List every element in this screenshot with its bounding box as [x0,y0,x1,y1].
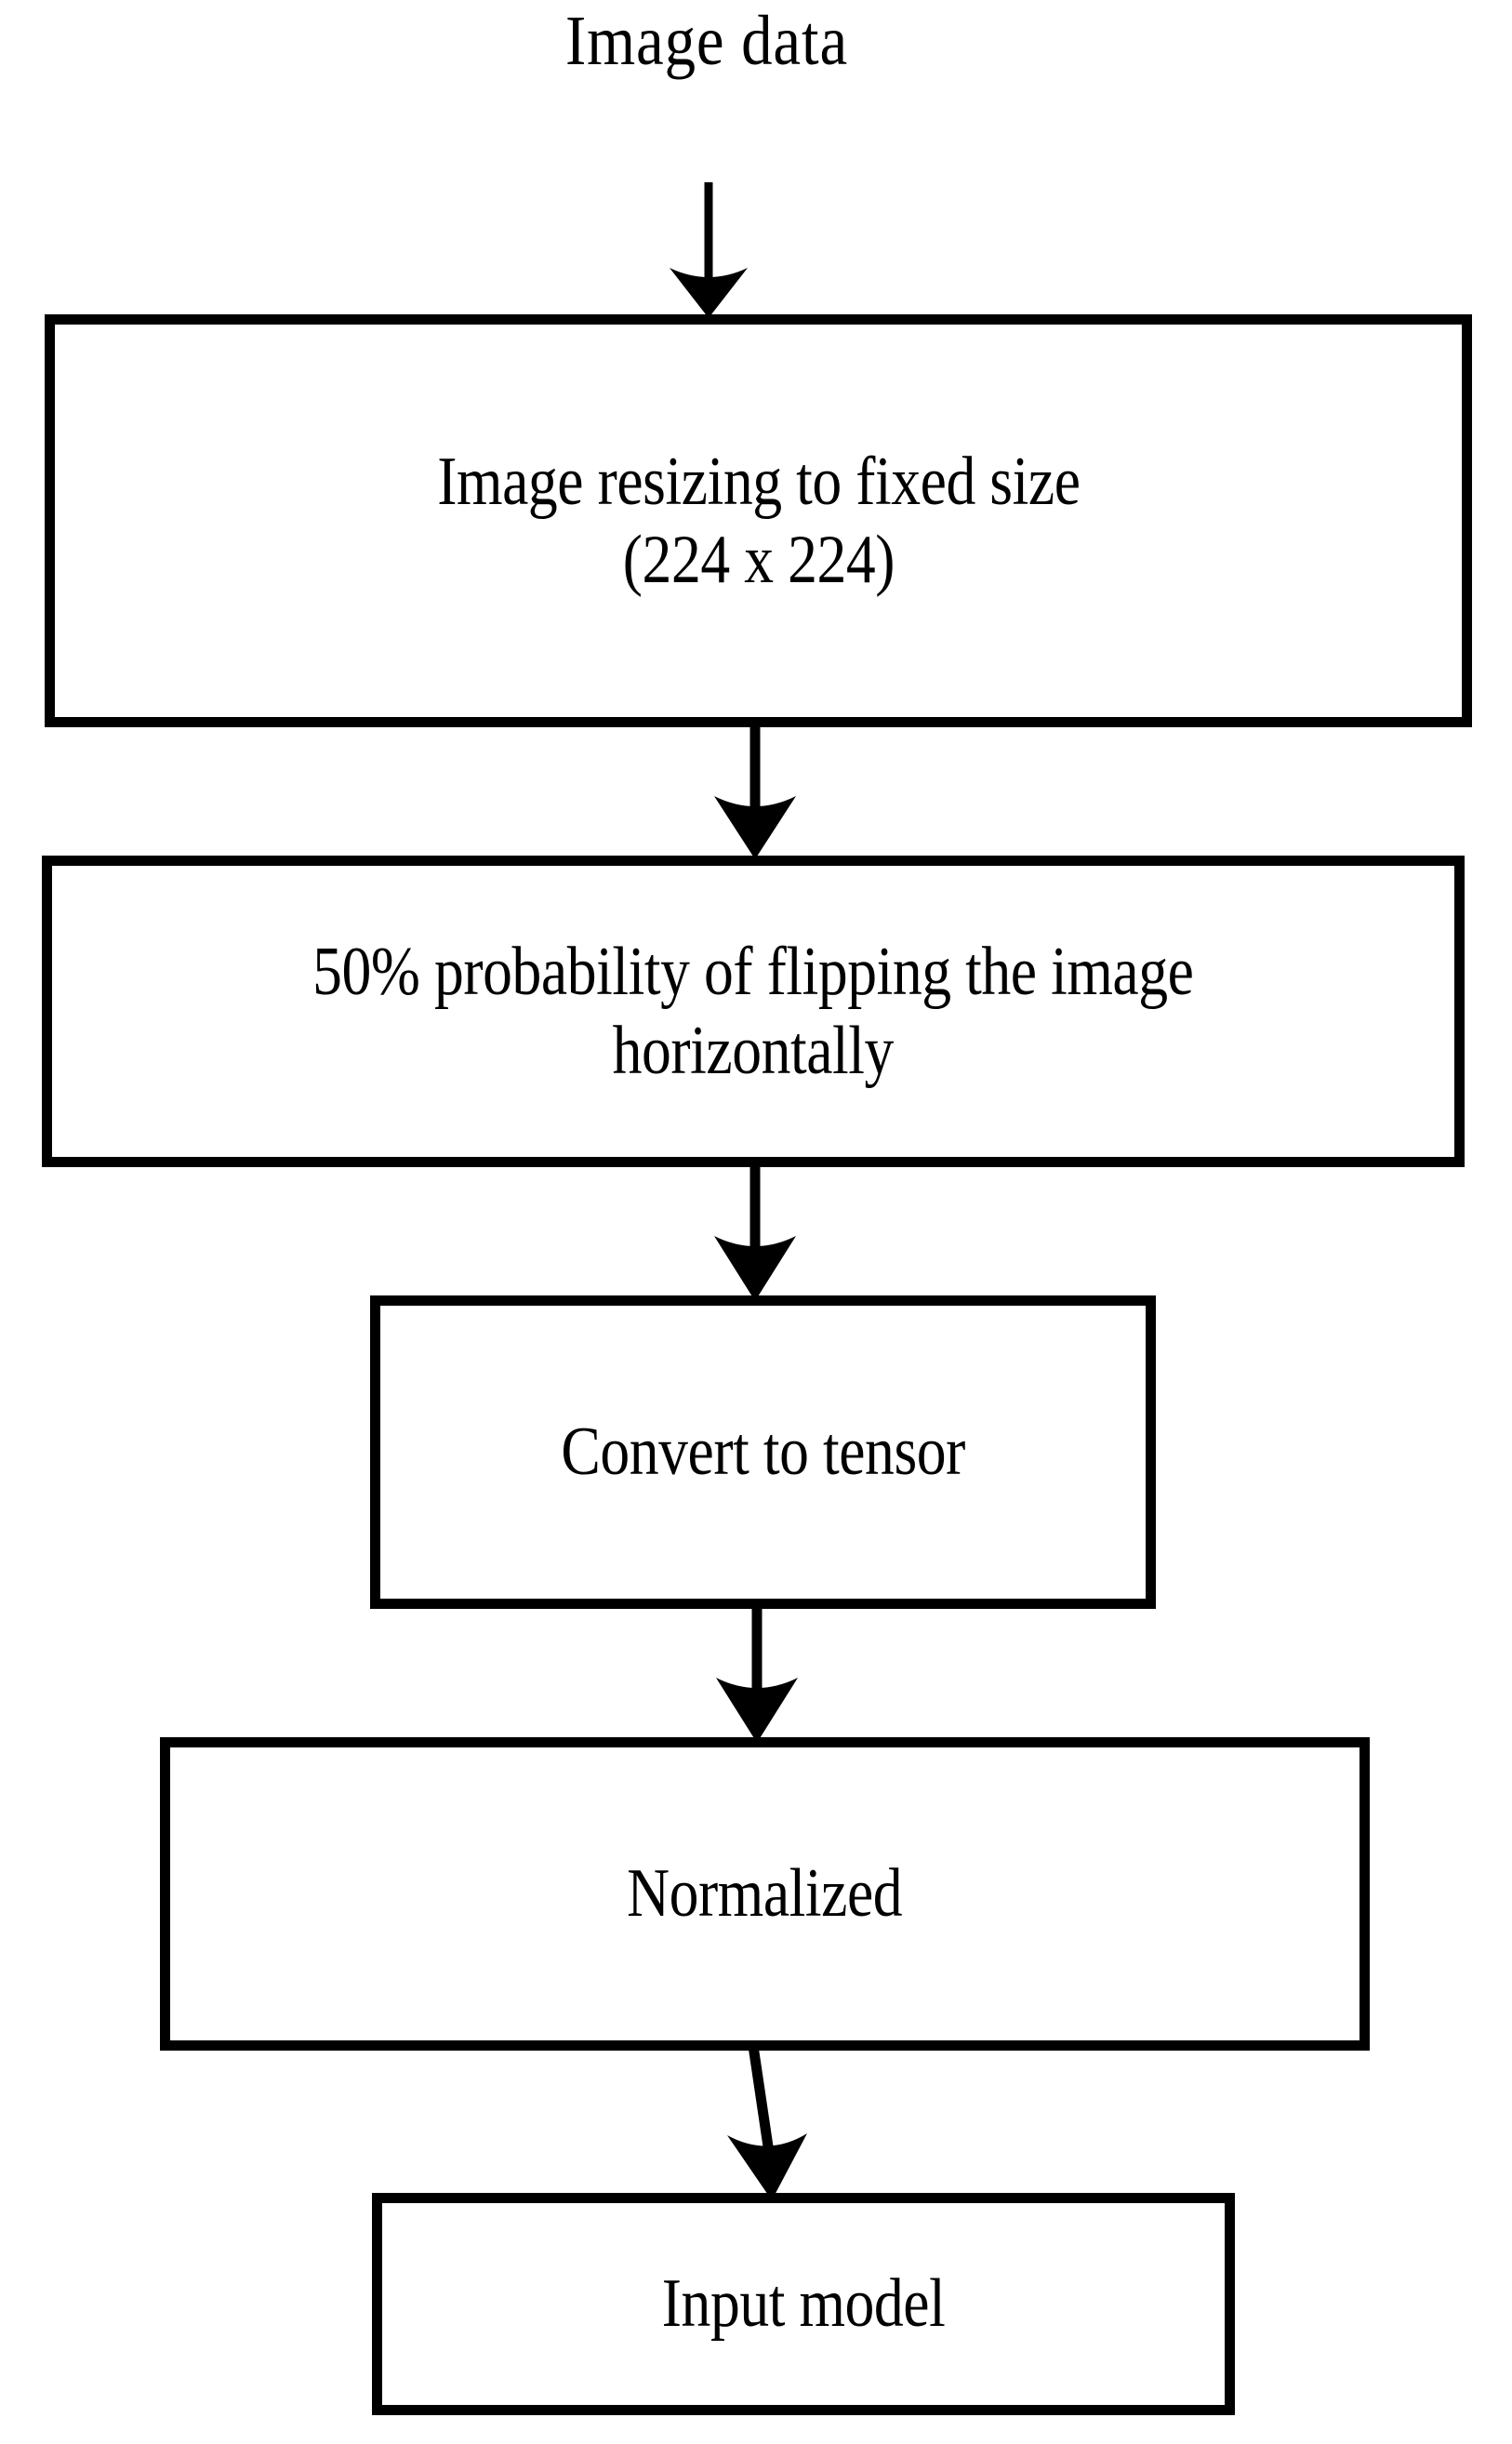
node-label-input-model: Input model [661,2265,946,2343]
node-input-model: Input model [372,2193,1235,2415]
node-normalized: Normalized [160,1737,1370,2051]
edge-resize-to-flip [697,718,846,867]
node-horizontal-flip: 50% probability of flipping the image ho… [42,856,1465,1167]
node-label-normalized: Normalized [627,1855,903,1933]
node-convert-to-tensor: Convert to tensor [370,1295,1156,1609]
page-title: Image data [564,2,849,80]
edge-normalize-to-input-model [697,2042,855,2206]
edge-tensor-to-normalize [697,1600,846,1750]
edge-title-to-resize [651,167,800,325]
node-label-image-resizing: Image resizing to fixed size (224 x 224) [436,443,1081,598]
node-label-horizontal-flip: 50% probability of flipping the image ho… [312,934,1194,1089]
node-image-resizing: Image resizing to fixed size (224 x 224) [45,314,1472,727]
edge-flip-to-tensor [697,1158,846,1308]
node-label-convert-to-tensor: Convert to tensor [561,1414,965,1491]
